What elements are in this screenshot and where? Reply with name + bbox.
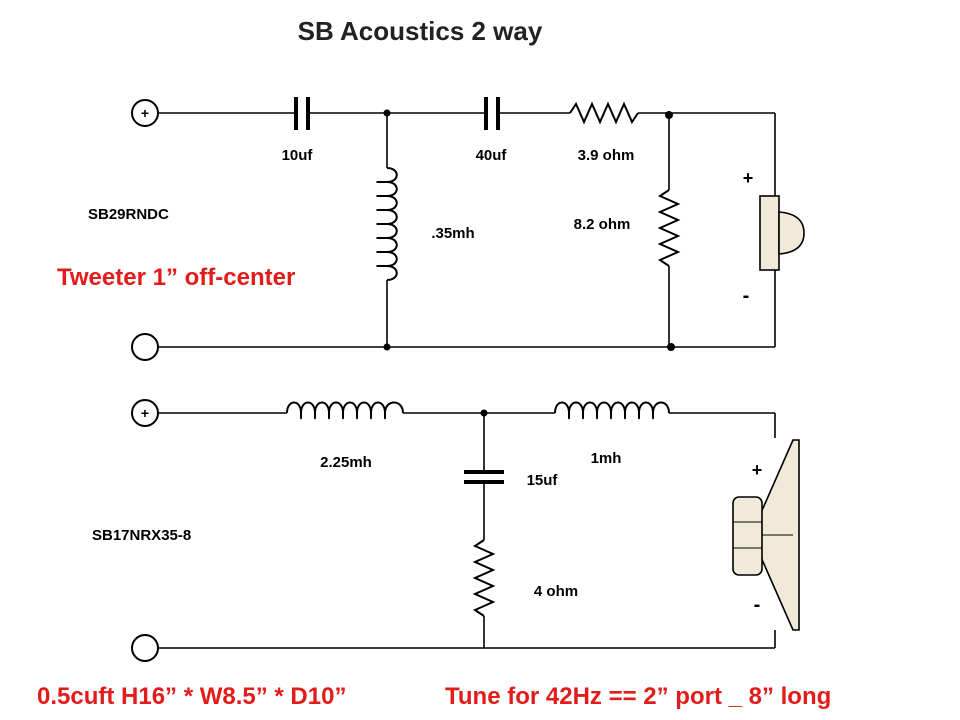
- woofer-input-terminal-positive-label: +: [141, 405, 149, 421]
- capacitor-40uf-label: 40uf: [476, 147, 508, 164]
- tweeter-note: Tweeter 1” off-center: [57, 264, 295, 291]
- capacitor-10uf: [294, 97, 310, 130]
- woofer-plus-label: +: [752, 460, 763, 480]
- capacitor-15uf-label: 15uf: [527, 472, 559, 489]
- tweeter-driver: [759, 195, 805, 271]
- inductor-2-25mh: [286, 401, 404, 420]
- tweeter-circuit: +: [57, 97, 805, 361]
- resistor-8-2-ohm: [657, 189, 681, 267]
- capacitor-15uf: [464, 470, 504, 484]
- resistor-4-ohm: [472, 539, 496, 617]
- tweeter-input-terminal-positive-label: +: [141, 105, 149, 121]
- inductor-0-35mh: [376, 167, 398, 281]
- junction-dot: [383, 109, 391, 117]
- capacitor-40uf: [484, 97, 500, 130]
- inductor-1mh: [554, 401, 670, 420]
- tweeter-model-label: SB29RNDC: [88, 206, 169, 223]
- junction-dot: [667, 343, 675, 351]
- tweeter-minus-label: -: [743, 285, 750, 307]
- enclosure-spec: 0.5cuft H16” * W8.5” * D10”: [37, 683, 346, 710]
- junction-dot: [665, 111, 673, 119]
- resistor-3-9-ohm: [569, 101, 639, 125]
- diagram-title: SB Acoustics 2 way: [298, 16, 543, 46]
- junction-dot: [480, 409, 488, 417]
- capacitor-10uf-label: 10uf: [282, 147, 314, 164]
- inductor-2-25mh-label: 2.25mh: [320, 454, 372, 471]
- tweeter-input-terminal-negative: [131, 333, 159, 361]
- resistor-8-2-ohm-label: 8.2 ohm: [574, 216, 631, 233]
- inductor-0-35mh-label: .35mh: [431, 225, 474, 242]
- woofer-driver: [732, 439, 800, 631]
- resistor-3-9-ohm-label: 3.9 ohm: [578, 147, 635, 164]
- woofer-minus-label: -: [754, 594, 761, 616]
- tweeter-plus-label: +: [743, 168, 754, 188]
- port-tuning-spec: Tune for 42Hz == 2” port _ 8” long: [445, 683, 831, 710]
- woofer-model-label: SB17NRX35-8: [92, 527, 191, 544]
- junction-dot: [383, 343, 391, 351]
- inductor-1mh-label: 1mh: [591, 450, 622, 467]
- woofer-input-terminal-negative: [131, 634, 159, 662]
- woofer-circuit: +: [92, 399, 800, 662]
- resistor-4-ohm-label: 4 ohm: [534, 583, 578, 600]
